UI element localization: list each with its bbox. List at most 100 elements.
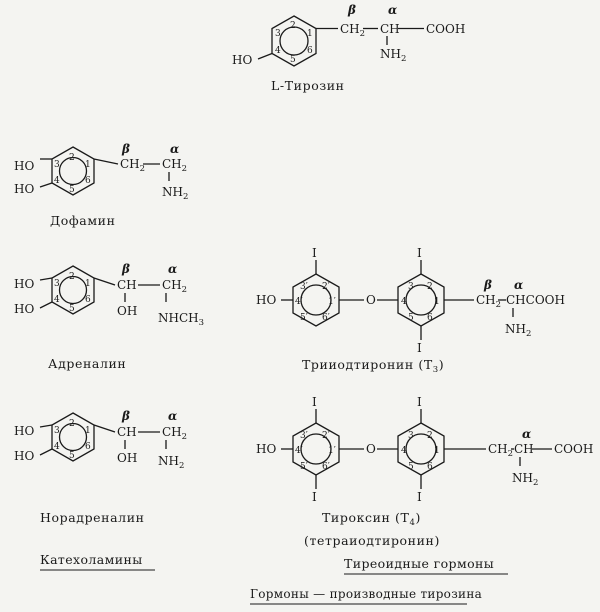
- noradrenaline-caption: Норадреналин: [40, 510, 145, 525]
- adrenaline-ring-num-2: 2: [69, 272, 75, 282]
- t4-caption: Тироксин (T: [322, 510, 410, 525]
- noradrenaline-alpha: α: [168, 409, 177, 423]
- dopamine-beta: β: [121, 142, 130, 156]
- t4-caption-2: (тетраиодтиронин): [304, 533, 440, 548]
- dopamine-ring-num-3: 3: [54, 160, 60, 170]
- t3-caption: Трииодтиронин (T: [302, 357, 433, 372]
- noradrenaline-ring-num-6: 6: [85, 442, 91, 452]
- svg-text:CH2: CH2: [162, 425, 187, 442]
- dopamine-ho-2: HO: [14, 182, 34, 196]
- t4-ring-a-num-4p: 4′: [295, 446, 303, 456]
- noradrenaline-ring-num-4: 4: [54, 442, 60, 452]
- t3-ring-b-num-5: 5: [408, 313, 414, 323]
- t4-iodine-a2: I: [312, 490, 317, 504]
- dopamine-structure: 2 1 6 5 4 3 HO HO CH2 β CH2 α NH2 Дофами…: [14, 142, 188, 228]
- svg-text:NH2: NH2: [162, 185, 188, 202]
- triiodothyronine-structure: 3′ 2′ 1′ 6′ 5′ 4′ HO I O 3 2 1 6 5 4 I I…: [256, 246, 565, 375]
- svg-text:CH2: CH2: [488, 442, 513, 459]
- tyrosine-ho: HO: [232, 53, 252, 67]
- t3-ring-a: [292, 273, 340, 327]
- tyrosine-ch2: CH: [340, 22, 360, 36]
- noradrenaline-structure: 2 1 6 5 4 3 HO HO CH β OH CH2 α NH2 Нора…: [14, 409, 187, 525]
- adrenaline-ring-num-6: 6: [85, 295, 91, 305]
- adrenaline-ring-num-4: 4: [54, 295, 60, 305]
- dopamine-ring-num-1: 1: [85, 160, 91, 170]
- adrenaline-ring-num-3: 3: [54, 279, 60, 289]
- t3-iodine-b1: I: [417, 246, 422, 260]
- footer-caption: Гормоны — производные тирозина: [250, 587, 482, 601]
- t4-nh2: NH: [512, 471, 533, 485]
- t3-ring-a-num-1p: 1′: [328, 297, 336, 307]
- t4-ch: CH: [514, 442, 534, 456]
- tyrosine-nh2: NH: [380, 47, 401, 61]
- t4-iodine-b2: I: [417, 490, 422, 504]
- adrenaline-beta: β: [121, 262, 130, 276]
- t4-cooh: COOH: [554, 442, 593, 456]
- tyrosine-ch: CH: [380, 22, 400, 36]
- adrenaline-ring-num-1: 1: [85, 279, 91, 289]
- thyroxine-structure: 3′ 2′ 1′ 6′ 5′ 4′ HO I I O 3 2 1 6 5 4 I…: [256, 395, 593, 548]
- catecholamines-label: Катехоламины: [40, 552, 143, 567]
- noradrenaline-ring-num-3: 3: [54, 426, 60, 436]
- dopamine-caption: Дофамин: [50, 213, 116, 228]
- t3-ring-a-num-2p: 2′: [322, 282, 330, 292]
- dopamine-ch2-b: CH: [162, 157, 182, 171]
- dopamine-alpha: α: [170, 142, 179, 156]
- svg-text:NH2: NH2: [512, 471, 538, 488]
- t3-ring-a-num-3p: 3′: [300, 282, 308, 292]
- svg-text:NH2: NH2: [158, 454, 184, 471]
- t3-ch2: CH: [476, 293, 496, 307]
- tyrosine-ring-num-5: 5: [290, 55, 296, 65]
- noradrenaline-ch2: CH: [162, 425, 182, 439]
- noradrenaline-ho-1: HO: [14, 424, 34, 438]
- adrenaline-ho-2: HO: [14, 302, 34, 316]
- t4-ring-b-num-3: 3: [408, 431, 414, 441]
- dopamine-aromatic-circle: [58, 156, 88, 186]
- adrenaline-nhch3: NHCH: [158, 311, 199, 325]
- noradrenaline-oh: OH: [117, 451, 137, 465]
- dopamine-ring-num-2: 2: [69, 153, 75, 163]
- tyrosine-alpha: α: [388, 3, 397, 17]
- t3-ring-b-num-6: 6: [427, 313, 433, 323]
- t3-ring-a-num-5p: 5′: [300, 313, 308, 323]
- t3-beta: β: [483, 278, 492, 292]
- noradrenaline-aromatic-circle: [58, 422, 88, 452]
- t4-ring-b-num-6: 6: [427, 462, 433, 472]
- t3-nh2: NH: [505, 322, 526, 336]
- dopamine-ring-num-5: 5: [69, 185, 75, 195]
- tyrosine-ring-num-4: 4: [275, 46, 281, 56]
- t3-ring-b-num-2: 2: [427, 282, 433, 292]
- svg-text:CH2: CH2: [476, 293, 501, 310]
- t4-ring-a-num-6p: 6′: [322, 462, 330, 472]
- noradrenaline-ring-num-2: 2: [69, 419, 75, 429]
- noradrenaline-ring-num-5: 5: [69, 451, 75, 461]
- tyrosine-ring-num-3: 3: [275, 29, 281, 39]
- dopamine-ch2-a: CH: [120, 157, 140, 171]
- dopamine-ho-1: HO: [14, 159, 34, 173]
- svg-text:CH2: CH2: [120, 157, 145, 174]
- tyrosine-beta: β: [347, 3, 356, 17]
- dopamine-ring-num-4: 4: [54, 176, 60, 186]
- t3-iodine-b2: I: [417, 341, 422, 355]
- svg-text:Трииодтиронин (T3): Трииодтиронин (T3): [302, 357, 444, 375]
- svg-text:NH2: NH2: [505, 322, 531, 339]
- t4-ring-b-num-5: 5: [408, 462, 414, 472]
- adrenaline-caption: Адреналин: [48, 356, 126, 371]
- svg-text:NHCH3: NHCH3: [158, 311, 204, 328]
- t3-ho: HO: [256, 293, 276, 307]
- t3-alpha: α: [514, 278, 523, 292]
- t3-ring-a-num-6p: 6′: [322, 313, 330, 323]
- t4-ring-a-circle: [300, 433, 332, 465]
- adrenaline-ho-1: HO: [14, 277, 34, 291]
- t4-ring-b-num-4: 4: [401, 446, 407, 456]
- noradrenaline-ch: CH: [117, 425, 137, 439]
- adrenaline-oh: OH: [117, 304, 137, 318]
- tyrosine-structure: 2 1 6 5 4 3 HO CH2 β CH α COOH NH2 L-Тир…: [232, 3, 465, 93]
- tyrosine-ring-num-2: 2: [290, 21, 296, 31]
- adrenaline-aromatic-circle: [58, 275, 88, 305]
- tyrosine-ring-num-6: 6: [307, 46, 313, 56]
- dopamine-ring-num-6: 6: [85, 176, 91, 186]
- t4-ring-b-num-1: 1: [434, 446, 440, 456]
- t4-ring-a-num-3p: 3′: [300, 431, 308, 441]
